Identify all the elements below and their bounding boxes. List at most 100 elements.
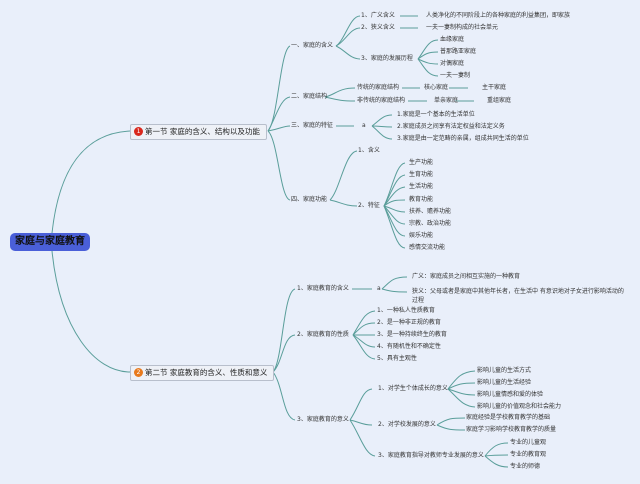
node-family-history[interactable]: 3、家庭的发展历程 [361, 55, 413, 62]
node-significance-school[interactable]: 2、对学校发展的意义 [378, 421, 436, 428]
priority-1-badge-icon: 1 [134, 126, 143, 136]
node-feature-item[interactable]: 1.家庭是一个基本的生活单位 [397, 111, 475, 118]
connector [447, 370, 476, 390]
node-nature-item[interactable]: 5、具有主观性 [377, 355, 417, 362]
node-function-item[interactable]: 娱乐功能 [409, 232, 434, 239]
node-edu-meaning[interactable]: 1、家庭教育的含义 [297, 285, 349, 292]
node-function-item[interactable]: 宗教、政治功能 [409, 220, 452, 227]
node-function-item[interactable]: 生活功能 [409, 183, 434, 190]
node-edu-nature[interactable]: 2、家庭教育的性质 [297, 331, 349, 338]
node-history-item[interactable]: 普那路亚家庭 [440, 48, 477, 55]
node-broad-meaning-text[interactable]: 人类净化的不同阶段上的各种家庭的利益集团，即家族 [426, 12, 571, 19]
node-nature-item[interactable]: 3、是一种持续终生的教育 [377, 331, 447, 338]
node-school-item[interactable]: 家庭学习影响学校教育教学的质量 [466, 426, 557, 433]
node-family-meaning[interactable]: 一、家庭的含义 [291, 42, 334, 49]
node-function-item[interactable]: 教育功能 [409, 196, 434, 203]
node-edu-narrow[interactable]: 狭义：父母或者是家庭中其他年长者，在生活中 有意识地对子女进行影响活动的 过程 [412, 287, 624, 305]
connector [383, 205, 406, 237]
node-structure-item[interactable]: 单亲家庭 [434, 97, 459, 104]
connector [352, 322, 376, 336]
connector [371, 125, 393, 140]
node-traditional-structure[interactable]: 传统的家庭结构 [357, 84, 400, 91]
connector [381, 276, 408, 290]
node-function-item[interactable]: 生育功能 [409, 171, 434, 178]
node-school-item[interactable]: 家庭经验是学校教育教学的基础 [466, 414, 551, 421]
connector [272, 334, 296, 373]
node-narrow-meaning[interactable]: 2、狭义含义 [361, 24, 395, 31]
node-functions-meaning[interactable]: 1、含义 [358, 147, 380, 154]
connector [324, 96, 356, 102]
node-significance-teacher[interactable]: 3、家庭教育指导对教师专业发展的意义 [378, 452, 484, 459]
node-teacher-item[interactable]: 专业的师德 [510, 463, 541, 470]
node-student-item[interactable]: 影响儿童的生活方式 [477, 367, 532, 374]
node-family-features[interactable]: 三、家庭的特征 [291, 122, 334, 129]
node-edu-significance[interactable]: 3、家庭教育的意义 [297, 416, 349, 423]
connector [436, 424, 466, 431]
connector [267, 125, 291, 132]
node-feature-item[interactable]: 3.家庭是由一定范畴的亲属，组成共同生活的单位 [397, 135, 529, 142]
section-2-title: 第二节 家庭教育的含义、性质和意义 [145, 368, 268, 377]
connector [324, 87, 356, 98]
connector [417, 58, 439, 77]
node-nature-item[interactable]: 4、有随机性和不确定性 [377, 343, 441, 350]
node-history-item[interactable]: 血缘家庭 [440, 36, 465, 43]
connector [352, 310, 376, 336]
node-nature-item[interactable]: 2、是一种非正规的教育 [377, 319, 441, 326]
connector [447, 388, 476, 408]
node-non-traditional-structure[interactable]: 非传统的家庭结构 [357, 97, 406, 104]
node-function-item[interactable]: 生产功能 [409, 159, 434, 166]
connector [352, 334, 376, 348]
node-narrow-meaning-text[interactable]: 一夫一妻制构成的社会单元 [426, 24, 499, 31]
node-structure-item[interactable]: 主干家庭 [482, 84, 507, 91]
connector [381, 288, 408, 293]
connector [352, 334, 376, 360]
connector [447, 388, 476, 396]
connector [349, 419, 373, 426]
node-edu-meaning-connector[interactable]: a [377, 285, 381, 292]
connector [272, 371, 296, 421]
node-student-item[interactable]: 影响儿童的生活经验 [477, 379, 532, 386]
node-features-connector[interactable]: a [362, 122, 366, 129]
node-functions-traits[interactable]: 2、特征 [358, 202, 380, 209]
section-1-title: 第一节 家庭的含义、结构以及功能 [145, 127, 260, 136]
connector [51, 130, 131, 234]
node-structure-item[interactable]: 重组家庭 [487, 97, 512, 104]
node-significance-student[interactable]: 1、对学生个体成长的意义 [378, 385, 448, 392]
connector [484, 454, 509, 457]
connector [383, 199, 406, 207]
node-structure-item[interactable]: 核心家庭 [424, 84, 449, 91]
node-nature-item[interactable]: 1、一种私人性质教育 [377, 307, 435, 314]
connector [272, 288, 296, 373]
connector [329, 150, 358, 201]
connector [335, 15, 361, 47]
node-edu-narrow-line1: 狭义：父母或者是家庭中其他年长者，在生活中 有意识地对子女进行影响活动的 [412, 288, 624, 295]
connector [436, 417, 466, 426]
node-history-item[interactable]: 一夫一妻制 [440, 72, 471, 79]
connector [371, 125, 393, 128]
connector [383, 205, 406, 213]
connector [349, 419, 376, 457]
node-teacher-item[interactable]: 专业的教育观 [510, 451, 547, 458]
connector [267, 130, 291, 201]
connector [267, 45, 291, 132]
node-function-item[interactable]: 感情交流功能 [409, 244, 446, 251]
node-feature-item[interactable]: 2.家庭成员之间享有法定权益和法定义务 [397, 123, 505, 130]
node-family-structure[interactable]: 二、家庭结构 [291, 93, 328, 100]
node-function-item[interactable]: 扶养、赡养功能 [409, 208, 452, 215]
connector [51, 250, 131, 373]
node-history-item[interactable]: 对偶家庭 [440, 60, 465, 67]
node-student-item[interactable]: 影响儿童情感和爱的体验 [477, 391, 544, 398]
node-broad-meaning[interactable]: 1、广义含义 [361, 12, 395, 19]
node-teacher-item[interactable]: 专业的儿童观 [510, 439, 547, 446]
node-family-functions[interactable]: 四、家庭功能 [291, 196, 328, 203]
root-node[interactable]: 家庭与家庭教育 [10, 233, 90, 251]
priority-2-badge-icon: 2 [134, 367, 143, 377]
connector [417, 39, 439, 60]
connector [383, 174, 406, 207]
connector [383, 186, 406, 207]
node-edu-broad[interactable]: 广义：家庭成员之间相互实施的一种教育 [412, 273, 521, 280]
connector [267, 96, 291, 132]
node-student-item[interactable]: 影响儿童的价值观念和社会能力 [477, 403, 562, 410]
